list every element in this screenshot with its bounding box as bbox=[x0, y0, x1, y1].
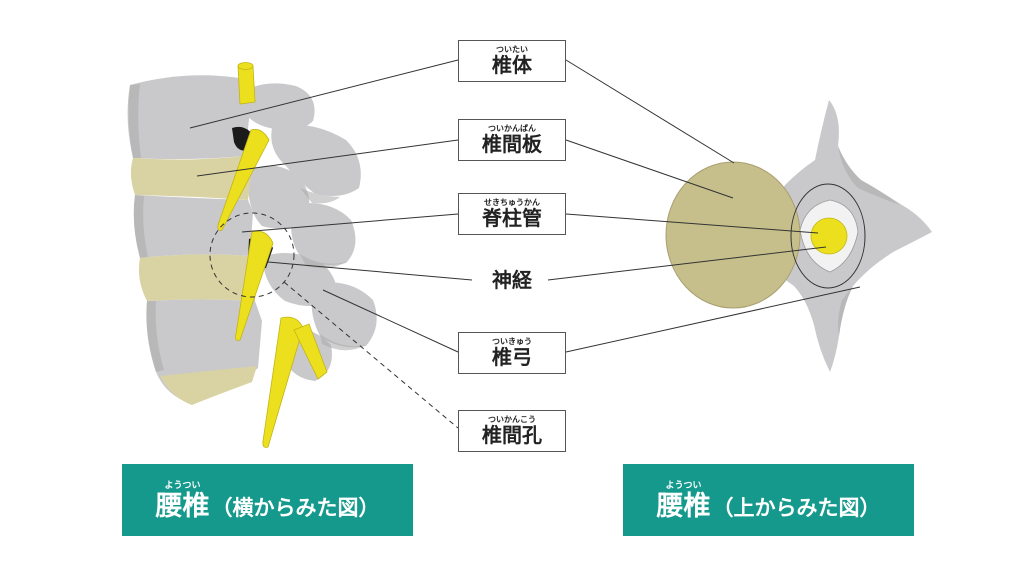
label-vertebral-arch: ついきゅう 椎弓 bbox=[458, 332, 566, 374]
caption-top-view: ようつい 腰椎 （上からみた図） bbox=[623, 464, 914, 536]
nerve-3 bbox=[262, 316, 304, 448]
nerve-1 bbox=[217, 129, 270, 231]
leader-nerve-right bbox=[547, 246, 827, 281]
label-nerve: 神経 bbox=[458, 259, 566, 301]
spinal-cord bbox=[810, 217, 848, 255]
arch-shading bbox=[838, 146, 900, 336]
nerve-root-top bbox=[237, 65, 256, 105]
intervertebral-disc-1 bbox=[130, 156, 251, 200]
nerve-2 bbox=[235, 230, 274, 341]
label-ruby: ついきゅう bbox=[492, 337, 532, 346]
leader-lines bbox=[189, 59, 861, 429]
intervertebral-disc-2 bbox=[138, 254, 258, 301]
caption-subtitle: （上からみた図） bbox=[712, 496, 881, 520]
spinous-process-2 bbox=[291, 203, 356, 265]
caption-ruby: ようつい bbox=[164, 481, 201, 491]
leader-disc-left bbox=[196, 139, 459, 177]
caption-title: ようつい 腰椎 bbox=[156, 481, 210, 522]
leader-arch-left bbox=[322, 289, 459, 353]
label-text: 脊柱管 bbox=[482, 206, 542, 230]
caption-main: 腰椎 bbox=[155, 491, 210, 522]
caption-lateral-view: ようつい 腰椎 （横からみた図） bbox=[122, 464, 413, 536]
leader-vertebral-body-right bbox=[565, 59, 735, 164]
label-text: 椎弓 bbox=[492, 345, 532, 369]
caption-main: 腰椎 bbox=[656, 491, 711, 522]
label-spinal-canal: せきちゅうかん 脊柱管 bbox=[458, 193, 566, 235]
label-text: 椎体 bbox=[492, 53, 532, 77]
caption-subtitle: （横からみた図） bbox=[211, 496, 380, 520]
label-text: 神経 bbox=[492, 267, 532, 292]
label-ruby: せきちゅうかん bbox=[484, 198, 540, 207]
leader-canal-left bbox=[241, 213, 459, 233]
spinous-process-1 bbox=[271, 124, 361, 197]
label-ruby: ついかんばん bbox=[488, 124, 536, 133]
label-intervertebral-disc: ついかんばん 椎間板 bbox=[458, 119, 566, 161]
intervertebral-disc-3 bbox=[160, 366, 257, 405]
vertebral-body-1 bbox=[127, 75, 252, 160]
label-text: 椎間板 bbox=[482, 132, 542, 156]
vertebral-body-top bbox=[665, 161, 801, 309]
lateral-spine-view bbox=[127, 62, 377, 448]
foramen-highlight-circle bbox=[209, 212, 295, 298]
caption-ruby: ようつい bbox=[665, 481, 702, 491]
leader-vertebral-body-left bbox=[189, 59, 459, 129]
leader-nerve-left bbox=[267, 261, 473, 281]
label-text: 椎間孔 bbox=[482, 423, 542, 447]
leader-arch-right bbox=[565, 286, 861, 353]
label-vertebral-body: ついたい 椎体 bbox=[458, 40, 566, 82]
spinal-canal-highlight bbox=[790, 183, 866, 289]
nerve-root-top-end bbox=[237, 62, 254, 70]
leader-disc-right bbox=[565, 139, 734, 199]
leader-foramen-dashed bbox=[283, 281, 459, 429]
top-vertebra-view bbox=[665, 100, 932, 372]
posterior-element-1 bbox=[240, 83, 315, 131]
spinous-process-3 bbox=[311, 282, 377, 348]
caption-title: ようつい 腰椎 bbox=[657, 481, 711, 522]
label-intervertebral-foramen: ついかんこう 椎間孔 bbox=[458, 410, 566, 452]
body-left-shading bbox=[128, 84, 164, 372]
label-ruby: ついかんこう bbox=[488, 415, 536, 424]
label-ruby: ついたい bbox=[496, 45, 528, 54]
leader-canal-right bbox=[565, 213, 819, 234]
nerve-4 bbox=[293, 323, 328, 380]
